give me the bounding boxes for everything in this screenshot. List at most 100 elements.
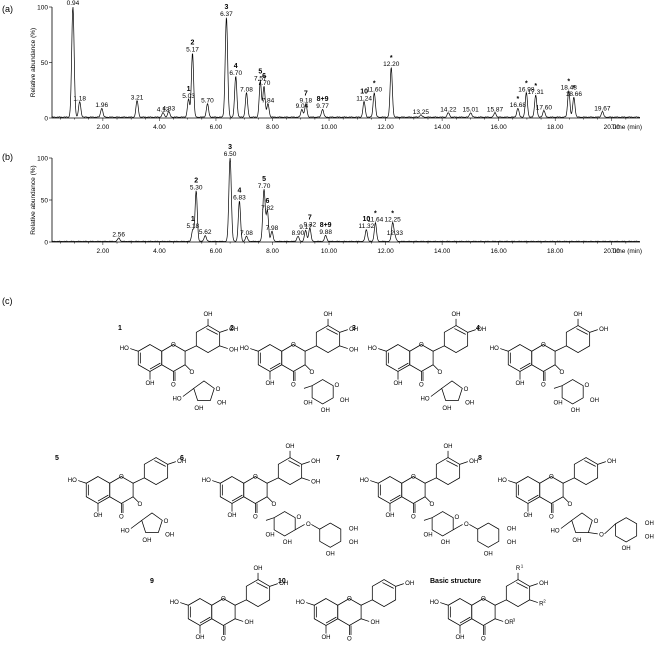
peak-label: 7.08 <box>240 230 253 237</box>
peak-label: 1.18 <box>73 95 86 102</box>
sugar-hydroxyl: OH <box>340 398 349 404</box>
hydroxyl-7: HO <box>490 346 499 352</box>
sugar-hydroxyl: OH <box>304 401 313 407</box>
peak-label: 4.33 <box>162 105 175 112</box>
x-tick-label: 4.00 <box>153 248 166 255</box>
peak-label: 16.68 <box>510 102 527 109</box>
ring-a <box>377 476 403 504</box>
bond <box>508 480 517 484</box>
glycosidic-oxygen: O <box>559 370 564 376</box>
hydroxyl-4prime: OH <box>469 459 478 465</box>
bond <box>562 496 569 503</box>
peak-label: 11.64 <box>368 217 384 224</box>
peak-label: 5.70 <box>201 98 214 105</box>
ring-c <box>409 344 434 372</box>
ester-bond <box>452 524 463 531</box>
hydroxyl-3prime: OH <box>253 566 262 572</box>
compound-number: 1 <box>191 216 195 223</box>
panel-label-1: (b) <box>2 152 13 162</box>
hydroxyl-5: OH <box>321 635 330 641</box>
bond-b-ring <box>360 599 373 606</box>
ch2oh-bond <box>560 520 572 529</box>
peak-label: 5.18 <box>186 223 199 230</box>
x-axis-label: Time (min) <box>611 248 642 255</box>
x-tick-label: 18.00 <box>547 248 564 255</box>
sugar-ring <box>431 511 454 537</box>
r1-label: R <box>516 566 521 572</box>
ring-oxygen: O <box>419 343 424 349</box>
ring-b <box>565 325 591 354</box>
bond <box>467 329 476 333</box>
sugar-ring-oxygen: O <box>464 387 469 393</box>
peak-label: 7.84 <box>262 98 275 105</box>
ring-c <box>401 476 426 504</box>
structure-title-6: 6 <box>180 455 184 462</box>
structure-title-basic: Basic structure <box>430 578 481 585</box>
x-tick-label: 6.00 <box>210 124 223 131</box>
x-tick-label: 20.00 <box>604 248 621 255</box>
hydroxyl-5: OH <box>195 635 204 641</box>
ring-b <box>435 457 461 486</box>
bond-b-ring <box>234 599 247 606</box>
bond <box>529 583 538 587</box>
double-bond <box>389 494 401 502</box>
compound-number: 7 <box>308 215 312 222</box>
bond <box>269 583 278 587</box>
x-tick-label: 12.00 <box>377 248 394 255</box>
structure-title-3: 3 <box>352 325 356 332</box>
peak-label: 16.98 <box>518 87 535 94</box>
bond-b-ring <box>424 477 437 484</box>
peak-label: 9.04 <box>296 103 309 110</box>
ring-c <box>161 344 186 372</box>
galloyl-ring <box>477 522 500 548</box>
hydroxyl-3prime: OH <box>285 444 294 450</box>
hydroxyl-5: OH <box>93 513 102 519</box>
hydroxyl-4prime: OH <box>539 581 548 587</box>
ring-oxygen: O <box>549 475 554 481</box>
compound-number: 8+9 <box>317 96 329 103</box>
bond <box>529 599 538 603</box>
peak-label: 9.18 <box>300 98 313 105</box>
hydroxyl-4prime: OH <box>607 459 616 465</box>
ring-b <box>315 325 341 354</box>
bond <box>184 364 191 371</box>
double-bond <box>97 494 109 502</box>
hydroxyl-5: OH <box>523 513 532 519</box>
sugar-hydroxyl: HO <box>172 397 181 403</box>
bond <box>554 364 561 371</box>
sugar-hydroxyl: OH <box>442 406 451 412</box>
ring-a <box>385 344 411 372</box>
glycosidic-oxygen: O <box>271 502 276 508</box>
structure-title-1: 1 <box>118 325 122 332</box>
glycosidic-oxygen: O <box>429 502 434 508</box>
bond-b-ring <box>184 345 197 352</box>
double-bond <box>206 328 218 335</box>
ch2oh-bond <box>130 520 142 529</box>
sugar-hydroxyl: HO <box>120 529 129 535</box>
ester-bond <box>469 524 478 530</box>
y-tick-label: 50 <box>41 60 49 67</box>
glycosidic-oxygen: O <box>309 370 314 376</box>
compound-number: 10 <box>362 216 370 223</box>
hydroxyl-3: OH <box>371 620 380 626</box>
peak-label: 7.82 <box>261 205 274 212</box>
hydroxyl-3prime: OH <box>323 312 332 318</box>
galloyl-ring <box>615 517 638 543</box>
double-bond <box>516 582 528 589</box>
bond <box>180 602 189 606</box>
bond-b-ring <box>494 599 507 606</box>
hydroxyl-7: HO <box>430 600 439 606</box>
sugar-hydroxyl: OH <box>424 533 433 539</box>
structure-title-5: 5 <box>55 455 59 462</box>
hydroxyl-7: HO <box>368 346 377 352</box>
double-bond <box>527 494 539 502</box>
x-tick-label: 8.00 <box>266 124 279 131</box>
bond <box>234 618 244 622</box>
x-tick-label: 20.00 <box>604 124 621 131</box>
y-tick-label: 0 <box>44 239 48 246</box>
peak-label: 18.48 <box>561 84 578 91</box>
hydroxyl-7: HO <box>360 478 369 484</box>
sugar-ring <box>441 380 463 401</box>
ring-oxygen: O <box>411 475 416 481</box>
